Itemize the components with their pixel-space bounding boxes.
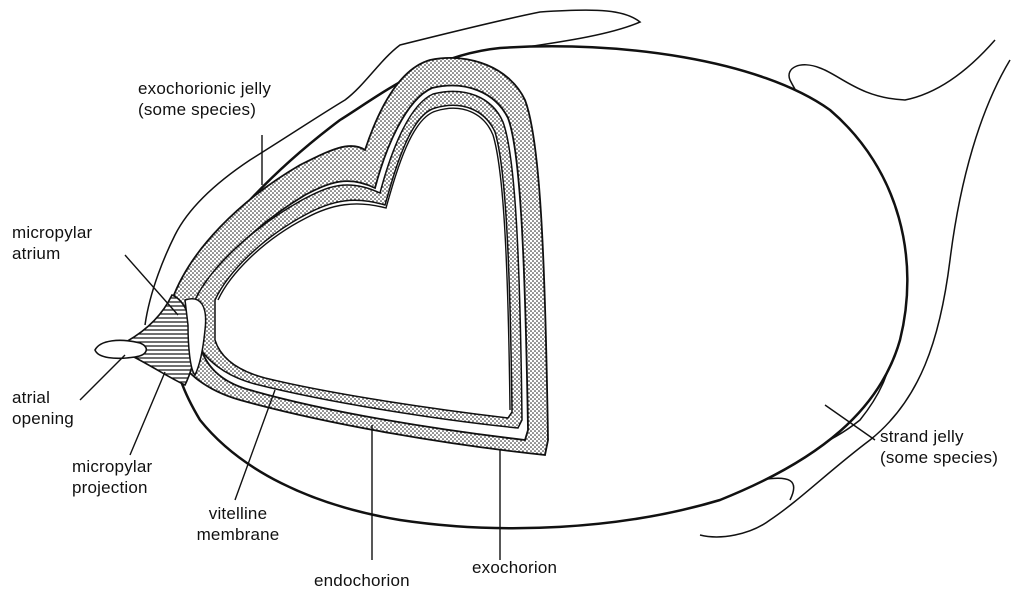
label-micropylar-projection-line2: projection <box>72 477 152 498</box>
label-atrial-opening: atrial opening <box>12 387 74 429</box>
leader-micropylar-atrium <box>125 255 178 315</box>
label-vitelline-membrane-line1: vitelline <box>190 503 286 524</box>
label-micropylar-atrium-line2: atrium <box>12 243 92 264</box>
label-atrial-opening-line1: atrial <box>12 387 74 408</box>
label-exochorionic-jelly-line2: (some species) <box>138 99 271 120</box>
label-exochorionic-jelly-line1: exochorionic jelly <box>138 78 271 99</box>
atrial-opening-tip <box>95 340 146 358</box>
label-endochorion: endochorion <box>314 570 410 591</box>
label-strand-jelly-line1: strand jelly <box>880 426 998 447</box>
label-strand-jelly: strand jelly (some species) <box>880 426 998 468</box>
label-micropylar-atrium-line1: micropylar <box>12 222 92 243</box>
label-vitelline-membrane-line2: membrane <box>190 524 286 545</box>
label-exochorion: exochorion <box>472 557 557 578</box>
micropylar-projection-shape <box>120 295 195 385</box>
label-exochorion-text: exochorion <box>472 557 557 578</box>
label-atrial-opening-line2: opening <box>12 408 74 429</box>
leader-atrial-opening <box>80 355 125 400</box>
label-strand-jelly-line2: (some species) <box>880 447 998 468</box>
label-micropylar-projection-line1: micropylar <box>72 456 152 477</box>
label-endochorion-text: endochorion <box>314 570 410 591</box>
label-micropylar-atrium: micropylar atrium <box>12 222 92 264</box>
label-vitelline-membrane: vitelline membrane <box>190 503 286 545</box>
label-exochorionic-jelly: exochorionic jelly (some species) <box>138 78 271 120</box>
leader-micropylar-projection <box>130 372 165 455</box>
label-micropylar-projection: micropylar projection <box>72 456 152 498</box>
